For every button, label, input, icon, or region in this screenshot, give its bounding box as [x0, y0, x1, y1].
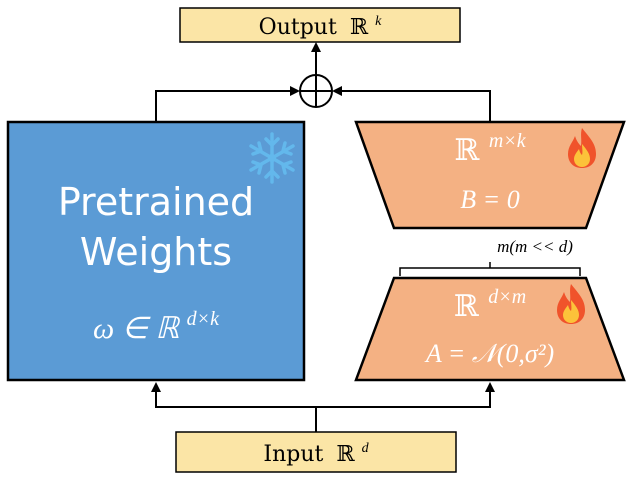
input-label: Input — [263, 442, 323, 467]
fire-icon — [557, 284, 585, 324]
matrix-b-init: B = 0 — [460, 185, 519, 214]
output-label: Output — [259, 15, 337, 40]
fire-icon — [568, 128, 596, 168]
arrow-b-to-sum — [332, 86, 491, 122]
matrix-b-space: ℝ — [454, 133, 480, 168]
svg-text:ω ∈ ℝ d×k: ω ∈ ℝ d×k — [93, 308, 220, 345]
pretrained-formula-exp: d×k — [187, 308, 220, 330]
pretrained-formula: ω ∈ ℝ — [93, 312, 180, 345]
arrow-input-to-pretrained — [151, 382, 316, 408]
output-space: ℝ — [350, 15, 369, 40]
arrow-input-to-a — [316, 382, 495, 408]
output-exp: k — [375, 14, 382, 29]
svg-text:Output ℝ k: Output ℝ k — [259, 14, 382, 40]
pretrained-line2: Weights — [80, 230, 232, 274]
matrix-a-space: ℝ — [454, 289, 480, 324]
rank-label: m(m << d) — [497, 237, 573, 256]
input-exp: d — [362, 441, 370, 456]
matrix-b-block: ℝ m×k B = 0 — [354, 120, 626, 230]
output-box-rect — [179, 7, 461, 43]
matrix-a-init: A = 𝒩(0,σ²) — [424, 339, 554, 368]
matrix-a-shape — [354, 276, 626, 382]
matrix-b-shape — [354, 120, 626, 230]
svg-text:ℝ d×m: ℝ d×m — [454, 286, 526, 324]
rank-annotation: m(m << d) — [399, 237, 581, 276]
input-space: ℝ — [336, 442, 355, 467]
arrow-pretrained-to-sum — [155, 86, 300, 122]
rank-brace — [399, 262, 581, 276]
pretrained-rect — [6, 120, 306, 382]
pretrained-line1: Pretrained — [58, 180, 254, 224]
input-box-rect — [175, 431, 457, 473]
matrix-b-exp: m×k — [489, 130, 527, 152]
output-box: Output ℝ k — [179, 7, 461, 43]
input-box: Input ℝ d — [175, 431, 457, 473]
pretrained-weights-block: Pretrained Weights ω ∈ ℝ d×k — [6, 120, 306, 382]
snowflake-icon — [249, 132, 295, 184]
matrix-a-exp: d×m — [488, 286, 526, 308]
svg-text:ℝ m×k: ℝ m×k — [454, 130, 526, 168]
matrix-a-block: ℝ d×m A = 𝒩(0,σ²) — [354, 276, 626, 382]
svg-text:Input ℝ d: Input ℝ d — [263, 441, 369, 467]
sum-node — [299, 74, 333, 108]
